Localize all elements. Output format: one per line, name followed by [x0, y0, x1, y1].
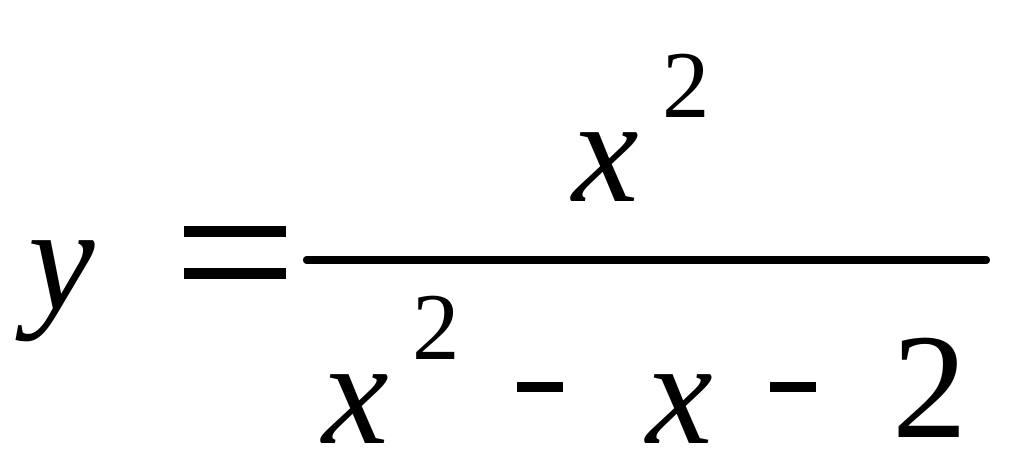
equals-lower-bar [184, 268, 286, 279]
denominator-term2-x: x [646, 310, 713, 476]
lhs-variable-y: y [28, 176, 95, 342]
numerator-base-x: x [572, 68, 639, 234]
denominator-term3-constant: 2 [892, 304, 967, 470]
fraction-bar [303, 256, 990, 264]
denominator-term1-exponent: 2 [412, 274, 460, 380]
denominator-term1-base-x: x [322, 310, 389, 476]
equals-upper-bar [184, 226, 286, 237]
minus-2-bar [770, 382, 816, 392]
minus-1-bar [517, 382, 563, 392]
numerator-exponent: 2 [662, 32, 710, 138]
